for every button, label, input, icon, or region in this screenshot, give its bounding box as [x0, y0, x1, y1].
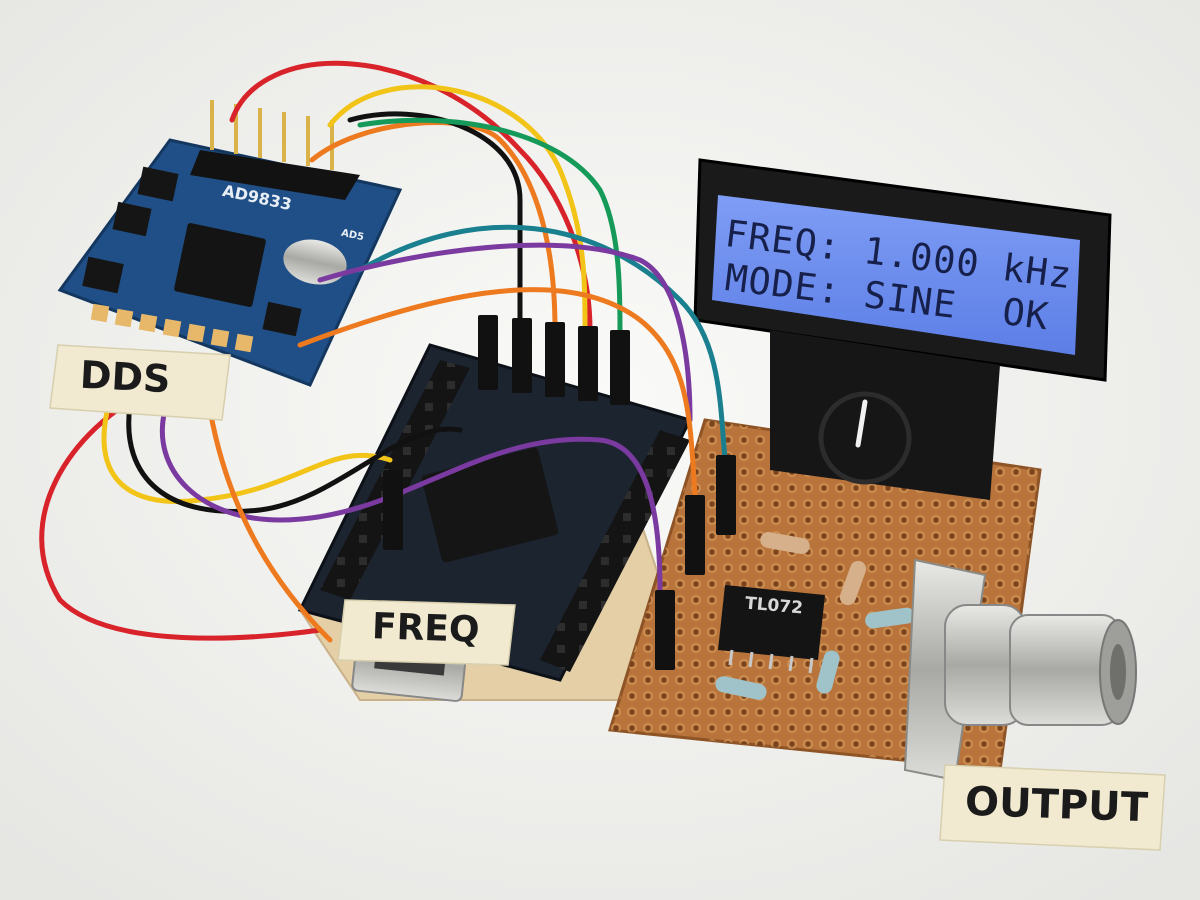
dds-main-chip: [174, 223, 266, 307]
tl072-chip: [718, 585, 825, 674]
freq-label: FREQ: [371, 606, 481, 651]
resistors: [715, 532, 915, 700]
dds-label: DDS: [78, 352, 172, 402]
jumper-headers: [383, 315, 736, 670]
crystal: [283, 239, 347, 285]
dds-tape: [49, 344, 231, 421]
lcd-screen: [712, 195, 1080, 355]
microcontroller-chip: [421, 447, 559, 563]
freq-tape: [337, 599, 516, 666]
dds-module: [57, 100, 403, 387]
jumper-wires: [39, 60, 728, 643]
lcd-module: [693, 158, 1112, 500]
output-label: OUTPUT: [964, 778, 1149, 832]
rotary-knob: [818, 391, 912, 485]
bnc-connector: [903, 558, 1137, 782]
dds-pin-header: [190, 150, 360, 200]
output-tape: [939, 764, 1166, 851]
